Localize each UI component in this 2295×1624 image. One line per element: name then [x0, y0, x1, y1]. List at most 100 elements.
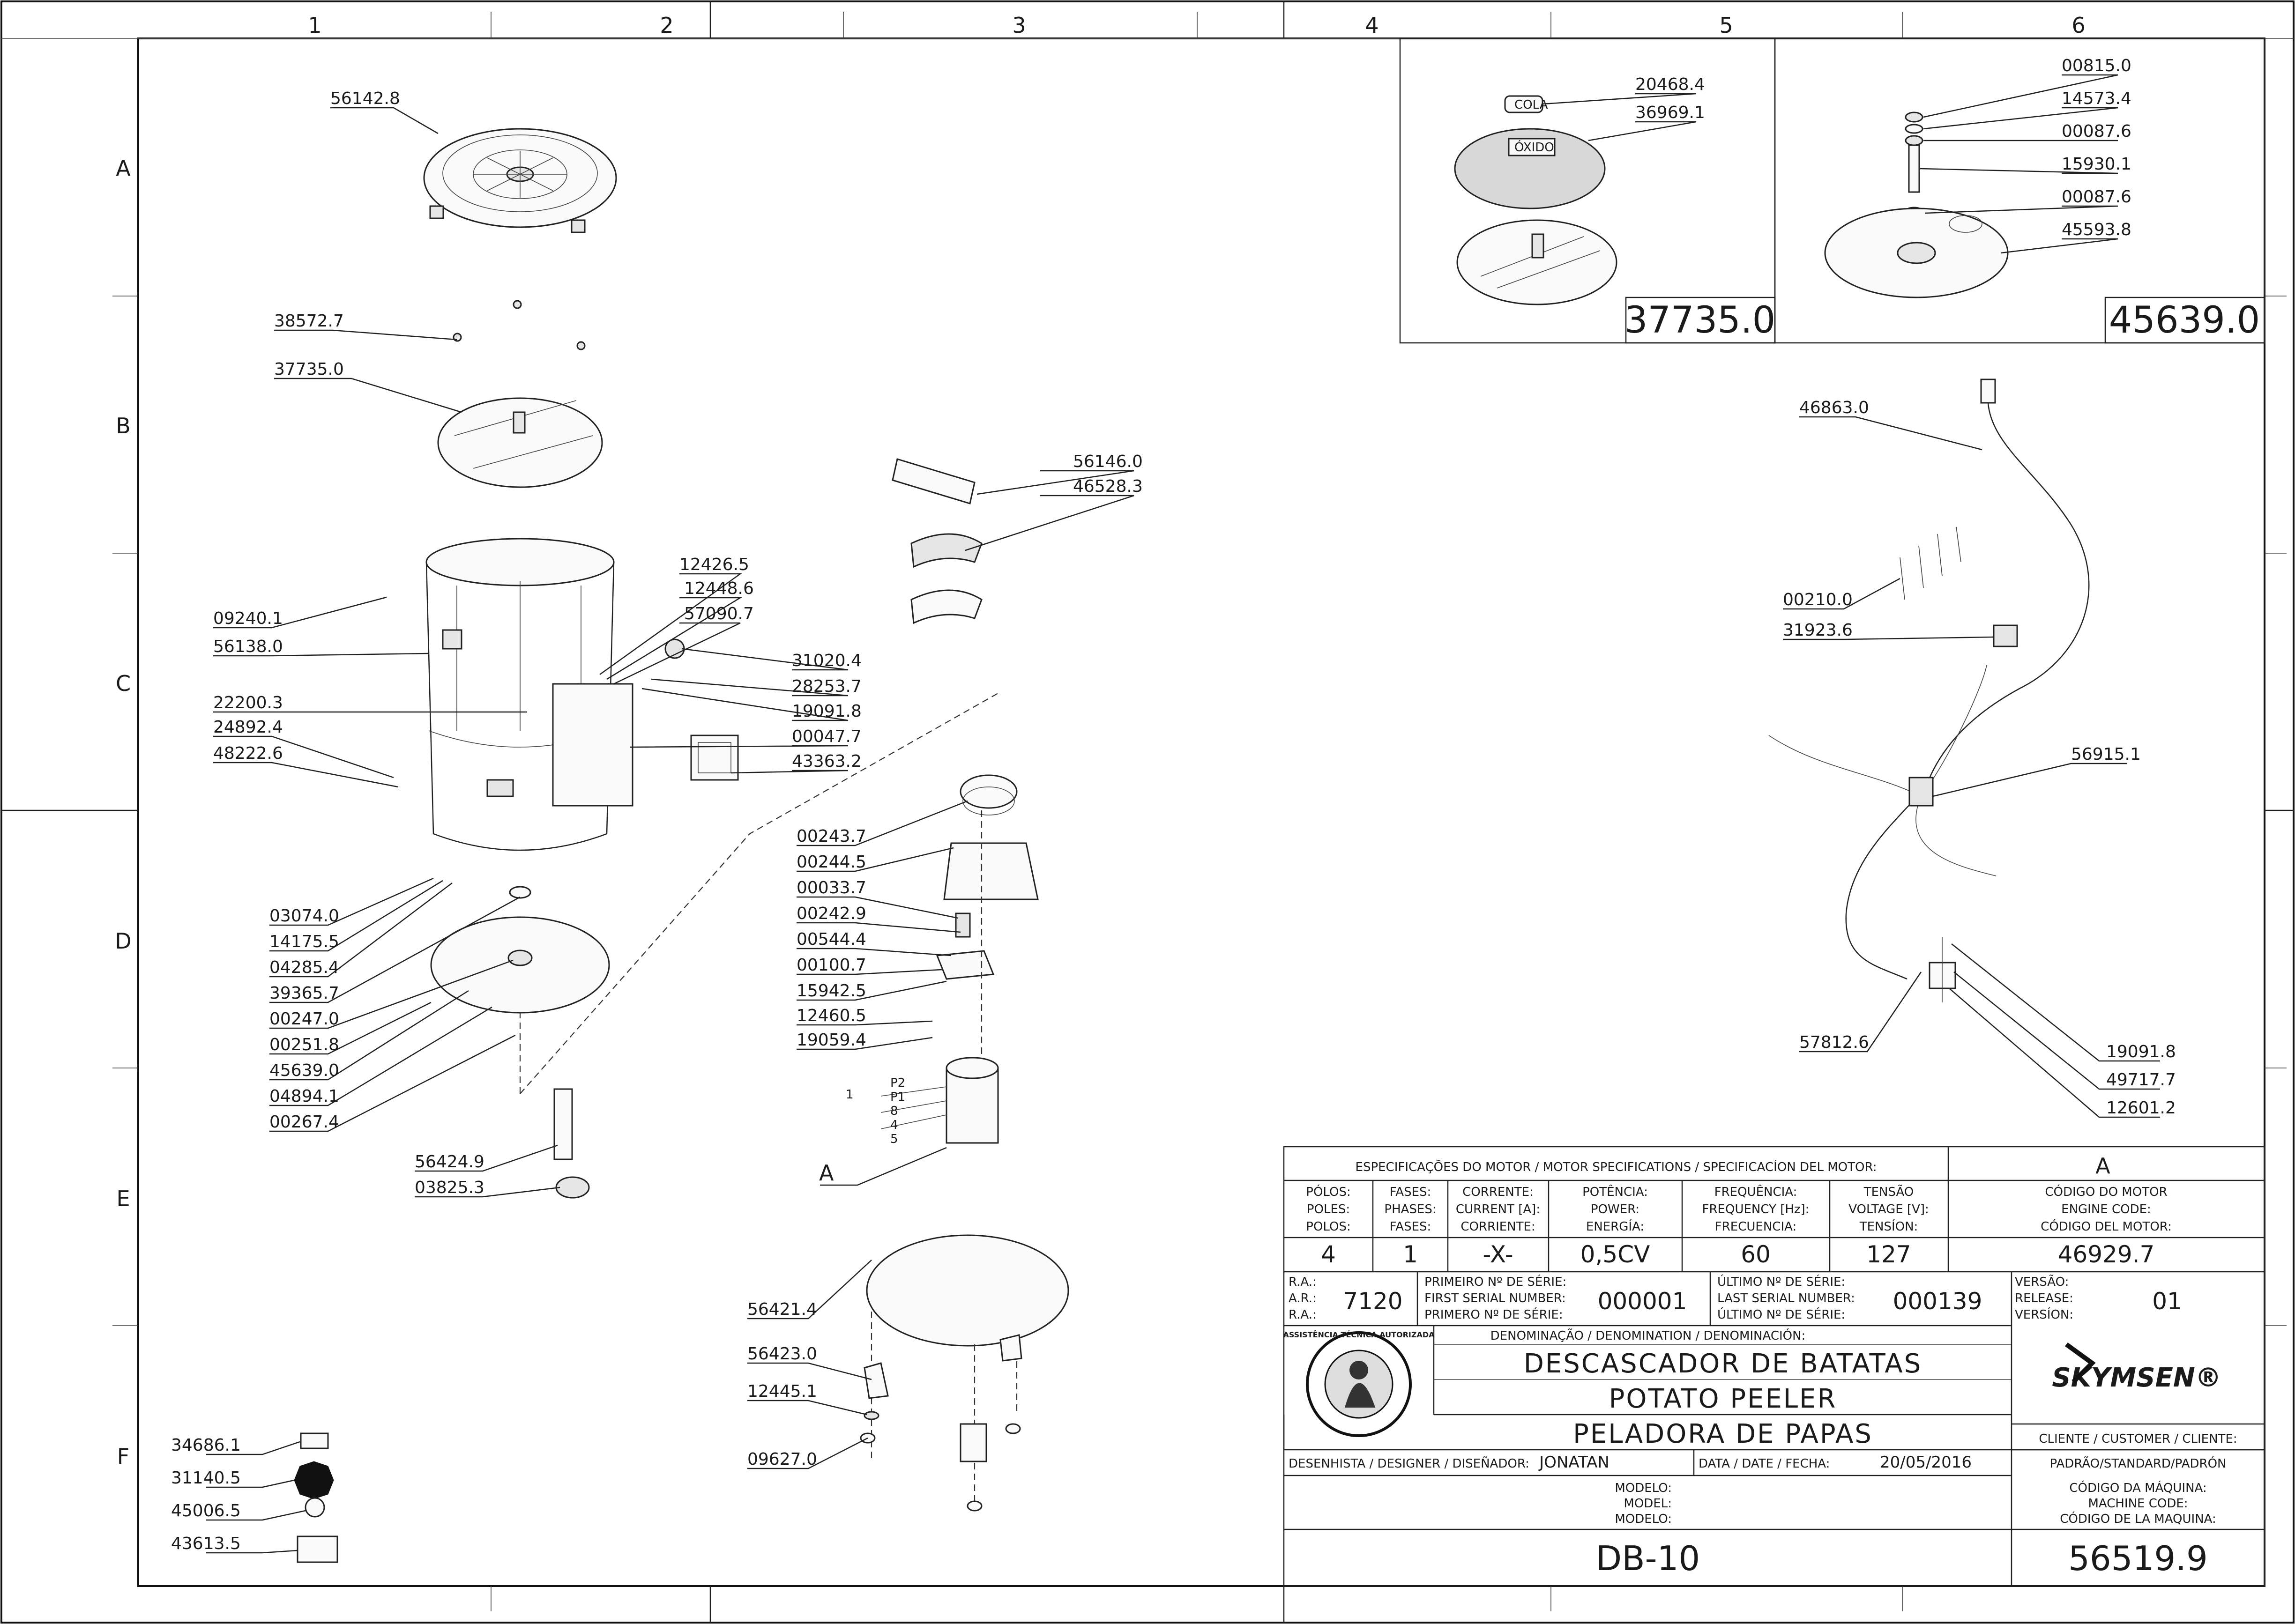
- part-label: 45006.5: [171, 1501, 241, 1520]
- part-label: 00210.0: [1783, 590, 1853, 609]
- spec-col-value: 60: [1741, 1241, 1771, 1268]
- part-label: 15942.5: [797, 981, 866, 1001]
- spec-col-header: POWER:: [1591, 1202, 1639, 1216]
- brand-logo: SKYMSEN®: [2052, 1342, 2221, 1393]
- part-label: 14573.4: [2062, 89, 2131, 108]
- part-label: 00087.6: [2062, 187, 2131, 207]
- motor-wire-label: 8: [890, 1104, 898, 1118]
- model-label: MODELO:: [1615, 1481, 1672, 1495]
- part-label: 03074.0: [269, 906, 339, 926]
- part-label: 00243.7: [797, 827, 866, 846]
- last-serial-label: ÚLTIMO Nº DE SÉRIE:: [1717, 1274, 1845, 1289]
- part-label: 37735.0: [274, 360, 344, 379]
- spec-col-header: PHASES:: [1384, 1202, 1436, 1216]
- denomination: DENOMINAÇÃO / DENOMINATION / DENOMINACIÓ…: [1490, 1328, 1922, 1449]
- title-block: [1283, 1146, 2265, 1587]
- motor-code-value: 46929.7: [2058, 1241, 2155, 1268]
- drum-body: [425, 538, 633, 851]
- part-label: 12460.5: [797, 1006, 866, 1025]
- part-label: 39365.7: [269, 984, 339, 1003]
- spec-col-header: ENERGÍA:: [1586, 1219, 1644, 1234]
- part-label: 00087.6: [2062, 122, 2131, 141]
- spec-col-header: CÓDIGO DEL MOTOR:: [2041, 1219, 2172, 1234]
- serial-row: R.A.: A.R.: R.A.: 7120 PRIMEIRO Nº DE SÉ…: [1289, 1274, 2182, 1322]
- part-label: 46863.0: [1799, 398, 1869, 417]
- part-label: 00247.0: [269, 1009, 339, 1029]
- part-label: 19091.8: [792, 702, 862, 721]
- wiring-harness: [1768, 378, 2090, 1002]
- machine-code-value: 56519.9: [2068, 1539, 2208, 1578]
- part-label: 00244.5: [797, 853, 866, 872]
- part-label: 56421.4: [747, 1300, 817, 1319]
- part-label: 56423.0: [747, 1344, 817, 1364]
- ra-value: 7120: [1343, 1288, 1402, 1315]
- bottom-plate: [430, 693, 998, 1199]
- part-label: 56142.8: [330, 89, 400, 108]
- spec-col-header: TENSÍON:: [1859, 1219, 1918, 1234]
- motor-spec-header: ESPECIFICAÇÕES DO MOTOR / MOTOR SPECIFIC…: [1356, 1153, 2111, 1179]
- part-label: 46528.3: [1073, 477, 1143, 496]
- spec-col-header: CORRIENTE:: [1460, 1220, 1535, 1234]
- machine-code-block: CÓDIGO DA MÁQUINA: MACHINE CODE: CÓDIGO …: [2060, 1480, 2216, 1578]
- leader-lines: [206, 74, 2160, 1554]
- grid-col-label: 3: [1012, 13, 1026, 38]
- spec-col-header: FASES:: [1390, 1185, 1431, 1199]
- spec-col-header: PÓLOS:: [1306, 1184, 1350, 1199]
- title-en: POTATO PEELER: [1609, 1384, 1837, 1414]
- part-label: 00267.4: [269, 1112, 339, 1132]
- part-label: 00251.8: [269, 1035, 339, 1054]
- spec-col-header: CÓDIGO DO MOTOR: [2045, 1184, 2167, 1199]
- part-label: 28253.7: [792, 677, 862, 696]
- grid-row-label: A: [116, 156, 131, 181]
- part-label: 56146.0: [1073, 452, 1143, 471]
- spec-col-value: 1: [1403, 1241, 1418, 1268]
- part-label: 56424.9: [415, 1152, 484, 1172]
- part-label: 12601.2: [2106, 1098, 2176, 1118]
- part-label: 56915.1: [2071, 745, 2141, 764]
- motor-wire-label: P1: [890, 1090, 905, 1104]
- detail-box-45639: 45639.0: [1774, 37, 2265, 344]
- part-label: 00544.4: [797, 930, 866, 949]
- grid-col-label: 1: [308, 13, 321, 38]
- part-label: 09240.1: [213, 609, 283, 628]
- part-label: 49717.7: [2106, 1070, 2176, 1090]
- authorized-service-logo: ASSISTÊNCIA TÉCNICA AUTORIZADA: [1283, 1330, 1435, 1437]
- part-label: 31140.5: [171, 1468, 241, 1488]
- title-pt: DESCASCADOR DE BATATAS: [1524, 1349, 1922, 1379]
- part-label: 22200.3: [213, 693, 283, 712]
- part-label: 45593.8: [2062, 220, 2131, 239]
- detail-box-code: 37735.0: [1624, 299, 1776, 341]
- part-label: 36969.1: [1635, 103, 1705, 122]
- part-label: 00815.0: [2062, 56, 2131, 75]
- spec-col-header: ENGINE CODE:: [2061, 1202, 2151, 1216]
- part-label: 31020.4: [792, 651, 862, 670]
- model-label: MODEL:: [1624, 1497, 1672, 1511]
- spec-col-value: -X-: [1483, 1241, 1513, 1268]
- spec-col-header: POLES:: [1307, 1202, 1350, 1216]
- part-label: 48222.6: [213, 744, 283, 763]
- motor-view-label: A: [819, 1160, 834, 1186]
- machine-code-label: MACHINE CODE:: [2088, 1497, 2188, 1511]
- client-block: CLIENTE / CUSTOMER / CLIENTE: PADRÃO/STA…: [2039, 1432, 2237, 1471]
- grid-row-label: E: [116, 1186, 130, 1211]
- ra-label: R.A.:: [1289, 1308, 1317, 1322]
- grid-col-label: 6: [2071, 13, 2085, 38]
- spec-col-value: 0,5CV: [1580, 1241, 1650, 1268]
- part-label: 20468.4: [1635, 75, 1705, 94]
- model-value: DB-10: [1596, 1539, 1700, 1578]
- first-serial-value: 000001: [1598, 1288, 1687, 1315]
- motor-wire-label: 5: [890, 1132, 898, 1146]
- machine-code-label: CÓDIGO DA MÁQUINA:: [2069, 1480, 2206, 1495]
- spec-col-header: CURRENT [A]:: [1456, 1202, 1540, 1216]
- part-label: 34686.1: [171, 1436, 241, 1455]
- part-label: 56138.0: [213, 637, 283, 656]
- spec-col-header: FREQUENCY [Hz]:: [1702, 1202, 1810, 1216]
- version-label: VERSÍON:: [2015, 1307, 2073, 1322]
- part-label: 12448.6: [684, 579, 754, 598]
- first-serial-label: PRIMERO Nº DE SÉRIE:: [1424, 1307, 1563, 1322]
- motor-wire-label: 1: [846, 1088, 854, 1102]
- part-label: 03825.3: [415, 1178, 484, 1197]
- wire-labels: 1 P2 P1 8 4 5: [846, 1076, 905, 1146]
- motor-bracket-parts: [664, 458, 983, 781]
